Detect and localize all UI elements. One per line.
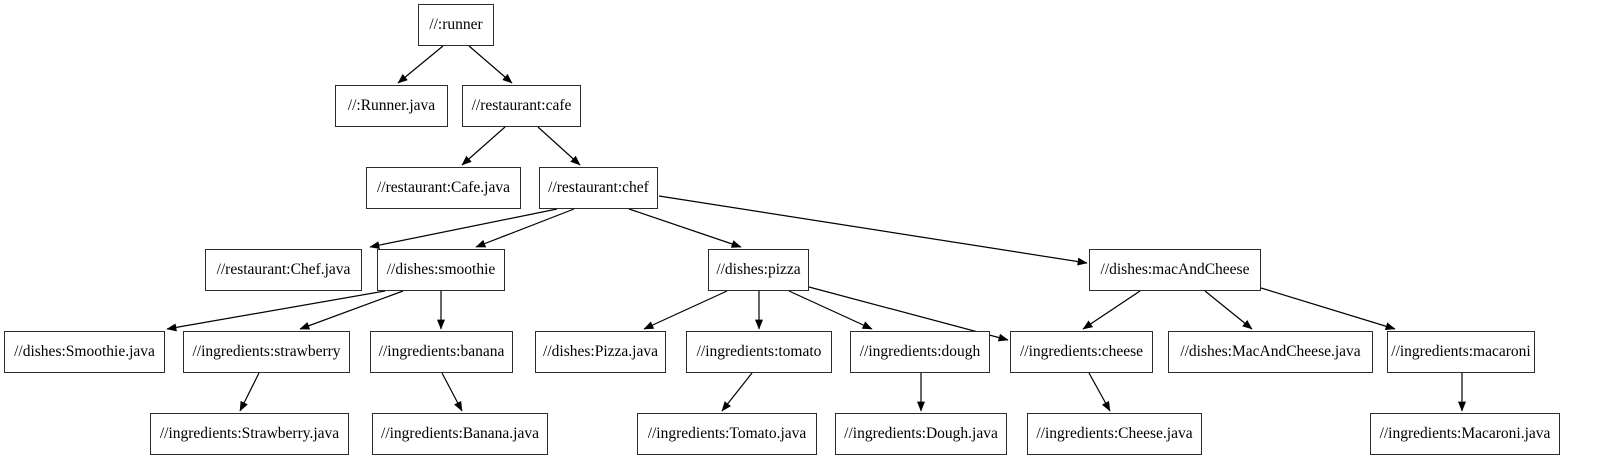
graph-node-runner[interactable]: //:runner — [418, 4, 494, 46]
node-label: //:runner — [429, 16, 483, 34]
node-label: //dishes:MacAndCheese.java — [1180, 343, 1361, 361]
graph-node-runner-java[interactable]: //:Runner.java — [335, 85, 448, 127]
node-label: //dishes:macAndCheese — [1100, 261, 1250, 279]
node-label: //:Runner.java — [347, 97, 436, 115]
graph-node-restaurant-chef-java[interactable]: //restaurant:Chef.java — [205, 249, 362, 291]
node-label: //dishes:Pizza.java — [543, 343, 658, 361]
graph-node-ing-tomato[interactable]: //ingredients:tomato — [686, 331, 832, 373]
node-label: //ingredients:Macaroni.java — [1379, 425, 1551, 443]
node-label: //ingredients:Dough.java — [844, 425, 998, 443]
graph-node-ing-dough[interactable]: //ingredients:dough — [850, 331, 990, 373]
graph-node-ing-dough-java[interactable]: //ingredients:Dough.java — [835, 413, 1007, 455]
graph-node-ing-cheese[interactable]: //ingredients:cheese — [1010, 331, 1153, 373]
node-label: //ingredients:banana — [378, 343, 505, 361]
graph-node-dishes-mac-java[interactable]: //dishes:MacAndCheese.java — [1168, 331, 1373, 373]
graph-node-dishes-smoothie[interactable]: //dishes:smoothie — [377, 249, 505, 291]
node-label: //dishes:Smoothie.java — [14, 343, 155, 361]
node-label: //ingredients:Tomato.java — [647, 425, 807, 443]
node-label: //restaurant:cafe — [471, 97, 572, 115]
graph-node-restaurant-chef[interactable]: //restaurant:chef — [539, 167, 658, 209]
node-label: //ingredients:macaroni — [1391, 343, 1531, 361]
graph-node-dishes-pizza[interactable]: //dishes:pizza — [708, 249, 809, 291]
node-label: //dishes:smoothie — [386, 261, 496, 279]
node-label: //ingredients:dough — [859, 343, 981, 361]
graph-node-restaurant-cafe-java[interactable]: //restaurant:Cafe.java — [366, 167, 521, 209]
node-label: //restaurant:chef — [548, 179, 649, 197]
node-label: //dishes:pizza — [716, 261, 801, 279]
node-label: //ingredients:cheese — [1019, 343, 1144, 361]
graph-node-ing-macaroni-java[interactable]: //ingredients:Macaroni.java — [1370, 413, 1560, 455]
graph-node-ing-tomato-java[interactable]: //ingredients:Tomato.java — [637, 413, 817, 455]
graph-node-dishes-pizza-java[interactable]: //dishes:Pizza.java — [535, 331, 666, 373]
node-label: //ingredients:tomato — [696, 343, 822, 361]
graph-node-ing-strawberry-java[interactable]: //ingredients:Strawberry.java — [150, 413, 349, 455]
node-label: //ingredients:Strawberry.java — [159, 425, 340, 443]
graph-node-ing-strawberry[interactable]: //ingredients:strawberry — [183, 331, 350, 373]
node-label: //restaurant:Cafe.java — [377, 179, 510, 197]
graph-node-dishes-macandcheese[interactable]: //dishes:macAndCheese — [1089, 249, 1261, 291]
graph-node-restaurant-cafe[interactable]: //restaurant:cafe — [462, 85, 581, 127]
node-label: //ingredients:Banana.java — [381, 425, 539, 443]
graph-node-ing-banana[interactable]: //ingredients:banana — [370, 331, 513, 373]
graph-node-ing-cheese-java[interactable]: //ingredients:Cheese.java — [1027, 413, 1202, 455]
graph-node-ing-banana-java[interactable]: //ingredients:Banana.java — [372, 413, 548, 455]
graph-node-dishes-smoothie-java[interactable]: //dishes:Smoothie.java — [4, 331, 165, 373]
node-label: //ingredients:strawberry — [192, 343, 341, 361]
graph-node-ing-macaroni[interactable]: //ingredients:macaroni — [1387, 331, 1535, 373]
node-label: //restaurant:Chef.java — [216, 261, 351, 279]
node-label: //ingredients:Cheese.java — [1036, 425, 1193, 443]
